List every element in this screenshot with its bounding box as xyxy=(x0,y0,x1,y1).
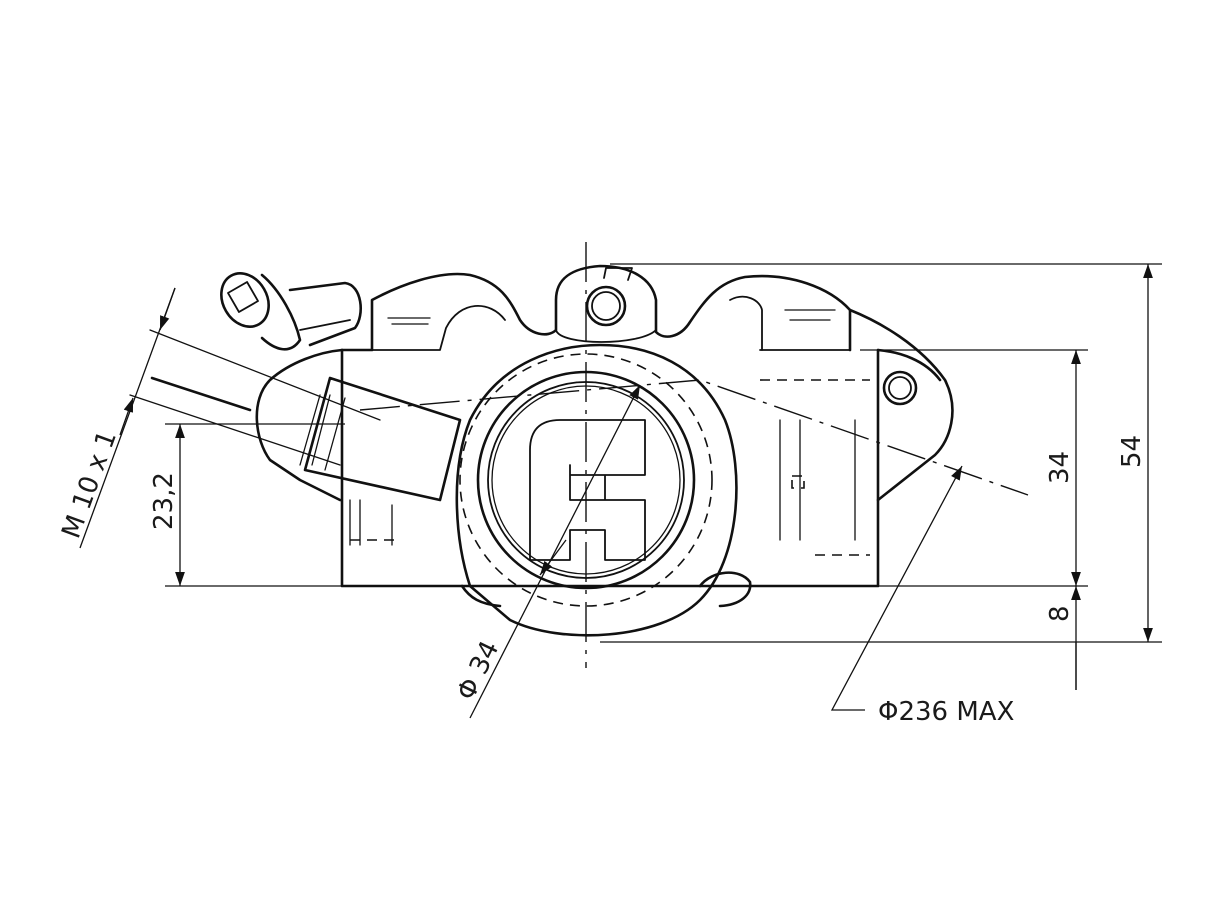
caliper-body xyxy=(220,264,954,608)
center-lines xyxy=(129,242,1029,668)
brand-logo xyxy=(529,419,646,561)
piston-housing xyxy=(455,343,738,637)
label-piston-diameter: Φ 34 xyxy=(451,636,505,705)
label-thread: M 10 x 1 xyxy=(56,427,123,543)
label-overall-height: 54 xyxy=(1117,435,1147,468)
dimensions xyxy=(79,263,1162,719)
label-disc-diameter: Φ236 MAX xyxy=(878,697,1014,727)
label-mount-spacing: 34 xyxy=(1045,451,1075,484)
label-bleed-height: 23,2 xyxy=(149,472,179,530)
label-offset: 8 xyxy=(1045,605,1075,622)
bleed-fitting xyxy=(220,272,363,351)
